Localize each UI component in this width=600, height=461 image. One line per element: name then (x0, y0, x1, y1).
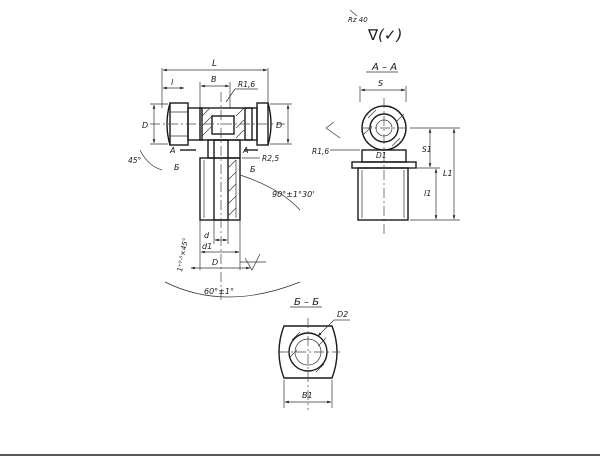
dim-l1-label: l1 (424, 189, 431, 198)
dim-B-label: B (211, 75, 217, 84)
dim-D-bottom-label: D (212, 258, 218, 267)
dim-L-label: L (212, 59, 217, 69)
roughness-AA-label: R1,6 (312, 147, 329, 156)
section-A-left: A (169, 146, 175, 155)
dim-D-right-label: D (276, 121, 282, 130)
surface-finish-note: Rz 40 ∇(✓) (348, 9, 402, 44)
dim-L1-label: L1 (443, 169, 453, 178)
roughness-R25-label: R2,5 (262, 154, 279, 163)
surface-note-symbol: ∇(✓) (367, 26, 402, 44)
roughness-R16-label: R1,6 (238, 80, 255, 89)
dim-d1-label: d1 (202, 242, 212, 251)
dim-B1-label: B1 (302, 391, 313, 400)
dim-d-label: d (204, 231, 210, 240)
dim-S-label: S (378, 79, 383, 88)
main-view: L l B R1,6 (128, 59, 314, 300)
angle-60-label: 60°±1° (204, 287, 234, 296)
dim-D1-label: D1 (376, 151, 387, 160)
section-AA-body (357, 167, 409, 221)
threaded-stem (199, 157, 241, 221)
dim-D-left-label: D (142, 121, 148, 130)
section-BB-outline (278, 325, 338, 379)
angle-90-label: 90°±1°30' (272, 190, 314, 199)
section-b-b-view: Б – Б D2 B1 (278, 297, 350, 410)
section-B-right: Б (250, 165, 256, 174)
dim-l-label: l (171, 78, 174, 87)
angle-45-label: 45° (128, 156, 142, 165)
section-AA-title: A – A (371, 62, 397, 73)
chamfer-label: 1⁺⁰·⁵×45° (176, 237, 190, 272)
section-a-a-view: A – A S R1,6 D1 (312, 62, 460, 235)
section-BB-title: Б – Б (294, 297, 319, 308)
dim-S1-label: S1 (422, 145, 432, 154)
surface-note-text: Rz 40 (348, 16, 368, 24)
section-B-left: Б (174, 163, 180, 172)
dim-D2-label: D2 (337, 310, 348, 319)
